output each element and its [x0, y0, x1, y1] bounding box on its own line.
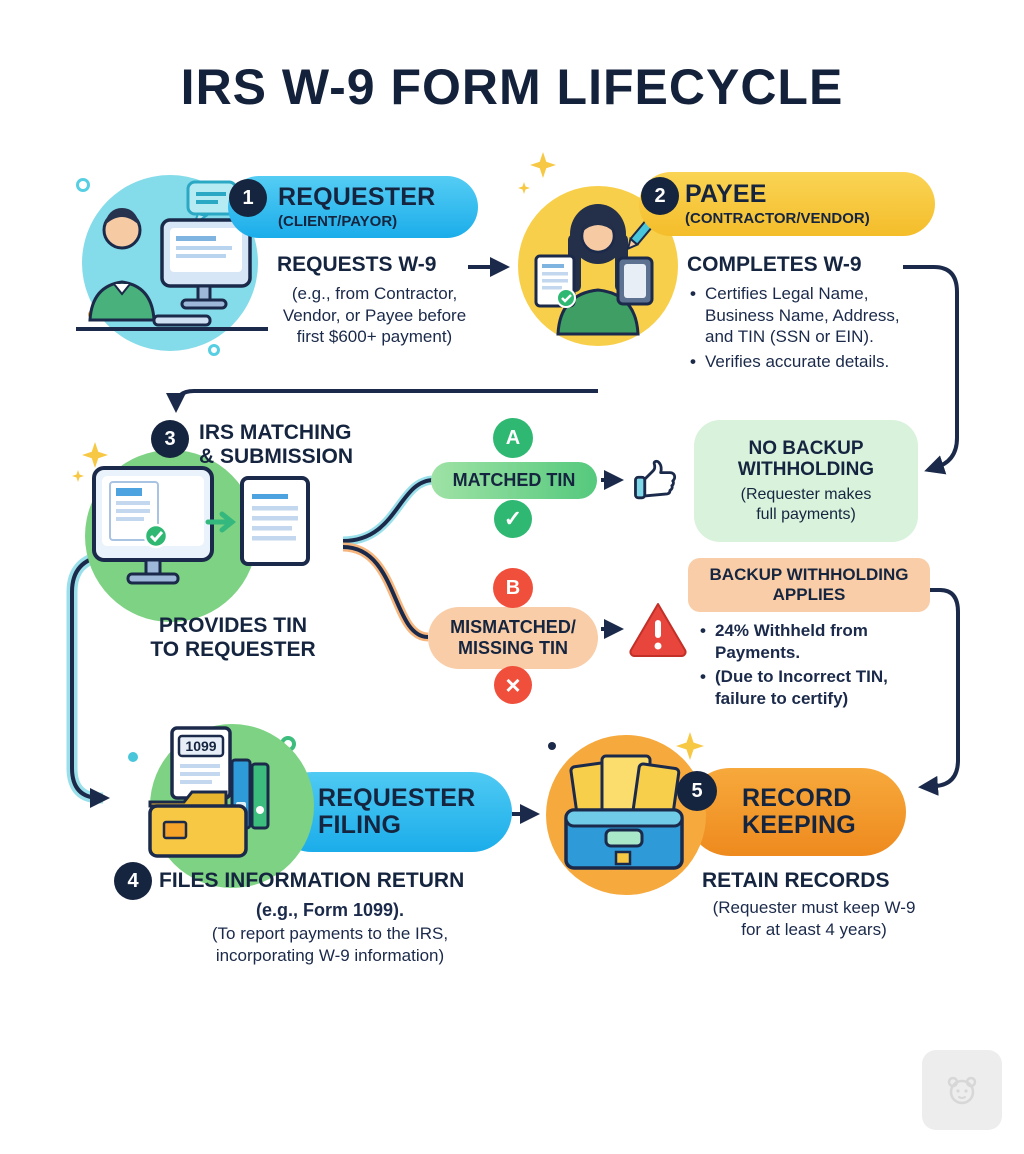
step2-bullet-1: Certifies Legal Name, Business Name, Add… — [690, 283, 912, 348]
connector-outcome-b-step5 — [918, 588, 960, 796]
page-title: IRS W-9 FORM LIFECYCLE — [180, 59, 844, 115]
deco-ring — [76, 178, 90, 192]
step1-badge: 1 — [229, 179, 267, 217]
connector-step3-step4 — [70, 554, 110, 808]
step4-badge: 4 — [114, 862, 152, 900]
keyboard-icon — [152, 314, 212, 327]
x-circle-icon: × — [494, 666, 532, 704]
connector-step3-branch-a — [342, 478, 435, 543]
backup-bullet-2: (Due to Incorrect TIN, failure to certif… — [700, 666, 932, 709]
binder-icon — [250, 762, 270, 830]
submitted-document-icon — [240, 476, 310, 566]
submit-arrow-icon — [205, 511, 237, 533]
payee-label: PAYEE — [685, 180, 767, 208]
backup-bullet-1: 24% Withheld from Payments. — [700, 620, 932, 663]
step4-action: FILES INFORMATION RETURN — [159, 869, 465, 892]
requester-at-computer-illustration — [76, 175, 268, 351]
step2-bullets: Certifies Legal Name, Business Name, Add… — [690, 283, 912, 375]
payee-sublabel: (CONTRACTOR/VENDOR) — [685, 210, 870, 227]
branch-b-badge: B — [493, 568, 533, 608]
step3-caption: PROVIDES TIN TO REQUESTER — [150, 614, 316, 661]
sparkle-icon — [82, 442, 108, 468]
watermark-badge — [922, 1050, 1002, 1130]
step2-bullet-2: Verifies accurate details. — [690, 351, 912, 373]
deco-ring — [208, 344, 220, 356]
sparkle-icon — [72, 470, 84, 482]
thumbs-up-icon — [634, 459, 677, 500]
sparkle-icon — [530, 152, 556, 178]
no-backup-withholding-box: NO BACKUP WITHHOLDING (Requester makes f… — [694, 420, 918, 542]
watermark-logo — [947, 1076, 977, 1105]
check-icon — [556, 288, 576, 308]
record-keeping-pill: RECORD KEEPING — [686, 768, 906, 856]
step5-details: (Requester must keep W-9 for at least 4 … — [712, 898, 916, 939]
step5-action: RETAIN RECORDS — [702, 869, 890, 892]
record-box-illustration — [546, 735, 706, 895]
deco-dot — [128, 752, 138, 762]
irs-matching-illustration — [85, 450, 310, 622]
step5-badge: 5 — [677, 771, 717, 811]
backup-withholding-header: BACKUP WITHHOLDING APPLIES — [688, 558, 930, 612]
form-1099-label: 1099 — [185, 738, 216, 754]
requester-label: REQUESTER — [278, 183, 436, 211]
connector-step2-step3 — [166, 389, 598, 413]
step2-badge: 2 — [641, 177, 679, 215]
deco-dot — [548, 742, 556, 750]
warning-triangle-icon — [629, 603, 687, 658]
branch-a-badge: A — [493, 418, 533, 458]
backup-withholding-bullets: 24% Withheld from Payments. (Due to Inco… — [700, 620, 932, 712]
step2-action: COMPLETES W-9 — [687, 253, 862, 276]
sparkle-icon — [518, 182, 530, 194]
payee-woman-illustration — [518, 186, 678, 346]
step1-action: REQUESTS W-9 — [277, 253, 437, 276]
matched-tin-label: MATCHED TIN — [452, 470, 576, 490]
payee-pill: PAYEE (CONTRACTOR/VENDOR) — [639, 172, 935, 236]
requester-pill: REQUESTER (CLIENT/PAYOR) — [228, 176, 478, 238]
filing-folder-illustration: 1099 — [148, 724, 314, 888]
step4-details: (To report payments to the IRS, incorpor… — [211, 924, 449, 965]
connector-step2-outcome-a — [903, 265, 959, 475]
step1-details: (e.g., from Contractor, Vendor, or Payee… — [282, 284, 467, 347]
matched-tin-pill: MATCHED TIN — [431, 462, 597, 499]
folder-icon — [148, 790, 228, 808]
connector-step3-branch-b — [342, 545, 429, 639]
sparkle-icon — [676, 732, 704, 760]
mismatched-tin-pill: MISMATCHED/ MISSING TIN — [428, 607, 598, 669]
check-icon — [143, 523, 169, 549]
person-body — [88, 280, 156, 322]
step4-detail-1: (e.g., Form 1099). — [255, 900, 405, 920]
step3-title: IRS MATCHING & SUBMISSION — [199, 421, 354, 468]
check-circle-icon: ✓ — [494, 500, 532, 538]
requester-sublabel: (CLIENT/PAYOR) — [278, 213, 398, 230]
step3-badge: 3 — [151, 420, 189, 458]
